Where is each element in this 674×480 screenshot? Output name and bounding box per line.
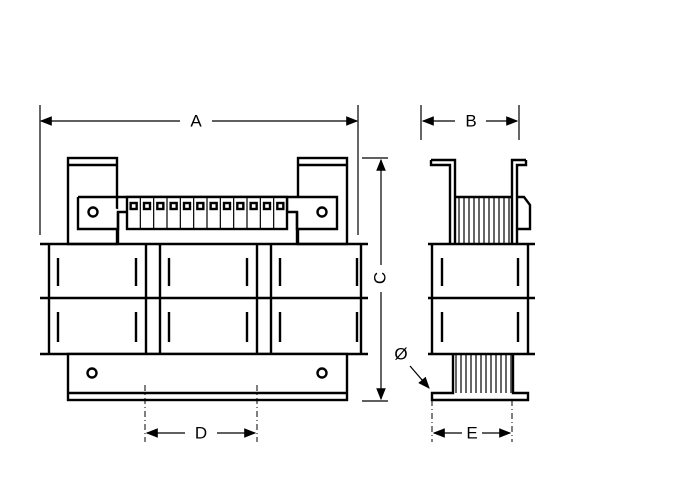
terminal bbox=[139, 197, 152, 229]
dimension-label-c: C bbox=[370, 272, 389, 284]
dimension-label-e: E bbox=[466, 423, 477, 442]
side-terminal bbox=[517, 195, 532, 231]
dimension-label-b: B bbox=[465, 111, 476, 130]
dimension-label-a: A bbox=[190, 111, 202, 130]
dimension-diameter: Ø bbox=[394, 344, 430, 389]
side-flange-bottom bbox=[430, 354, 530, 402]
terminal-support bbox=[116, 212, 299, 244]
terminal bbox=[153, 197, 165, 229]
dimension-b: B bbox=[420, 105, 520, 140]
terminal bbox=[129, 201, 138, 211]
dimension-label-d: D bbox=[195, 423, 207, 442]
mounting-hole bbox=[87, 206, 99, 218]
front-view bbox=[40, 156, 368, 402]
terminal-block bbox=[125, 195, 289, 231]
terminal bbox=[206, 197, 218, 229]
dimension-e: E bbox=[431, 400, 513, 442]
terminal bbox=[233, 197, 245, 229]
terminal bbox=[273, 197, 285, 229]
terminal bbox=[246, 197, 258, 229]
core bbox=[40, 242, 368, 356]
bottom-bracket bbox=[66, 352, 349, 402]
terminal bbox=[179, 197, 192, 229]
dimension-a: A bbox=[39, 105, 359, 235]
terminal bbox=[166, 197, 178, 229]
side-flange-top-right bbox=[510, 158, 528, 243]
dimension-c: C bbox=[362, 157, 389, 402]
dimension-label-diameter: Ø bbox=[394, 344, 407, 363]
side-view bbox=[428, 158, 535, 402]
terminal bbox=[193, 197, 205, 229]
dimension-d: D bbox=[144, 385, 258, 442]
mounting-hole bbox=[316, 206, 328, 218]
terminal bbox=[259, 197, 272, 229]
side-flange-top-left bbox=[429, 158, 457, 243]
top-bracket-left bbox=[66, 156, 119, 246]
terminal bbox=[219, 197, 232, 229]
